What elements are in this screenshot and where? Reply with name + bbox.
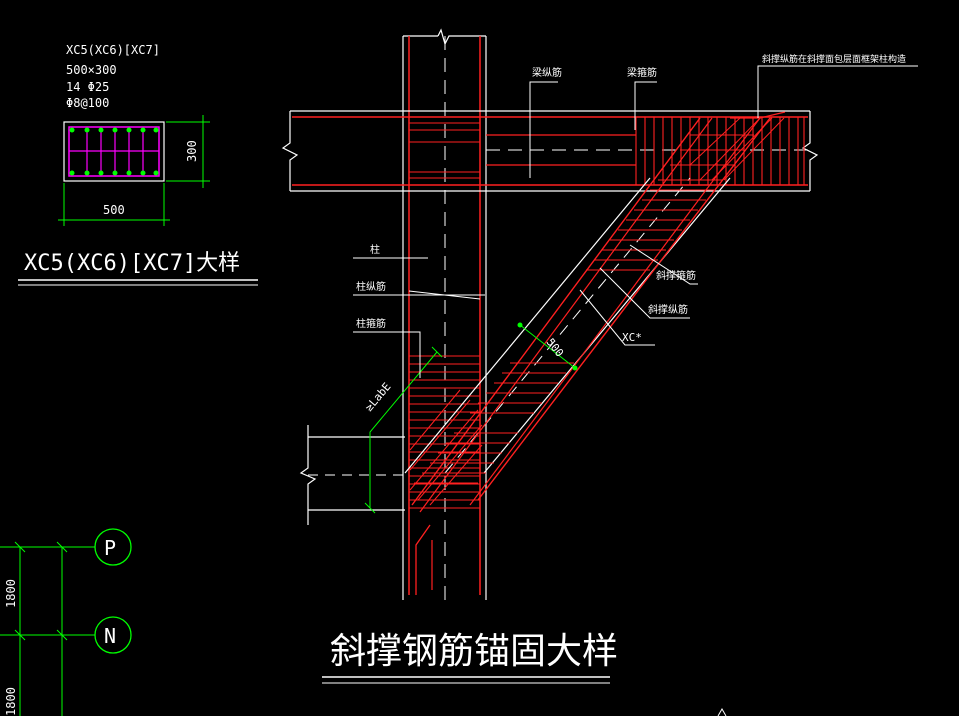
label-note-top: 斜撑纵筋在斜撑面包层面框架柱构造	[762, 53, 906, 65]
section-dim-height	[166, 115, 210, 188]
brace-dimension	[517, 322, 578, 371]
label-beam-stirrup: 梁箍筋	[627, 66, 657, 79]
label-column-stirrup: 柱箍筋	[356, 317, 386, 330]
label-brace-mark: XC*	[622, 331, 642, 344]
axis-label-p: P	[104, 536, 116, 560]
brace-long-bar-1	[411, 117, 701, 506]
beam-break-right	[801, 111, 819, 191]
label-column-long-bar: 柱纵筋	[356, 280, 386, 293]
column	[402, 28, 487, 600]
brace-edge-left	[404, 177, 651, 474]
beam-stirrups	[635, 117, 805, 185]
section-dim-width-text: 500	[103, 203, 125, 217]
section-main-bar-dots	[69, 127, 159, 176]
axis-bubble-n	[94, 616, 132, 654]
main-title: 斜撑钢筋锚固大样	[330, 631, 618, 672]
brace-joint-hatch	[409, 117, 785, 506]
brace-dim-text: 500	[544, 336, 566, 360]
lower-left-beam	[299, 425, 405, 525]
brace-long-bar-2	[477, 117, 771, 501]
section-detail: XC5(XC6)[XC7] 500×300 14 Φ25 Φ8@100 300	[18, 43, 258, 286]
axis-bubble-p	[94, 528, 132, 566]
section-dim-height-text: 300	[185, 140, 199, 162]
section-size-line: 500×300	[66, 63, 117, 77]
brace-stirrups	[414, 134, 754, 484]
label-beam-long-bar: 梁纵筋	[532, 66, 562, 79]
anchor-dimension	[364, 346, 443, 514]
diagonal-brace	[404, 111, 786, 513]
section-title-line: XC5(XC6)[XC7]	[66, 43, 160, 57]
axis-grid: P N 1800 1800	[0, 528, 132, 716]
axis-label-n: N	[104, 624, 116, 648]
section-main-bars: 14 Φ25	[66, 80, 109, 94]
axis-dim-1: 1800	[4, 579, 18, 608]
label-brace-long-bar: 斜撑纵筋	[648, 303, 688, 316]
leader-lines	[353, 65, 918, 378]
label-column: 柱	[370, 243, 380, 256]
section-heading: XC5(XC6)[XC7]大样	[24, 251, 240, 276]
label-brace-stirrup: 斜撑箍筋	[656, 269, 696, 282]
column-bent-bar	[415, 524, 431, 595]
beam-break-left	[281, 111, 299, 191]
lower-beam-break	[299, 425, 317, 525]
section-tie-legs	[69, 127, 159, 176]
corner-mark	[717, 707, 727, 716]
axis-dim-2: 1800	[4, 687, 18, 716]
beam	[281, 110, 819, 192]
brace-edge-right	[483, 177, 731, 474]
section-outline	[63, 121, 165, 182]
section-dim-width	[58, 183, 170, 226]
column-joint-stirrups	[409, 122, 480, 179]
column-stirrups-lower	[409, 355, 480, 509]
section-stirrups: Φ8@100	[66, 96, 109, 110]
